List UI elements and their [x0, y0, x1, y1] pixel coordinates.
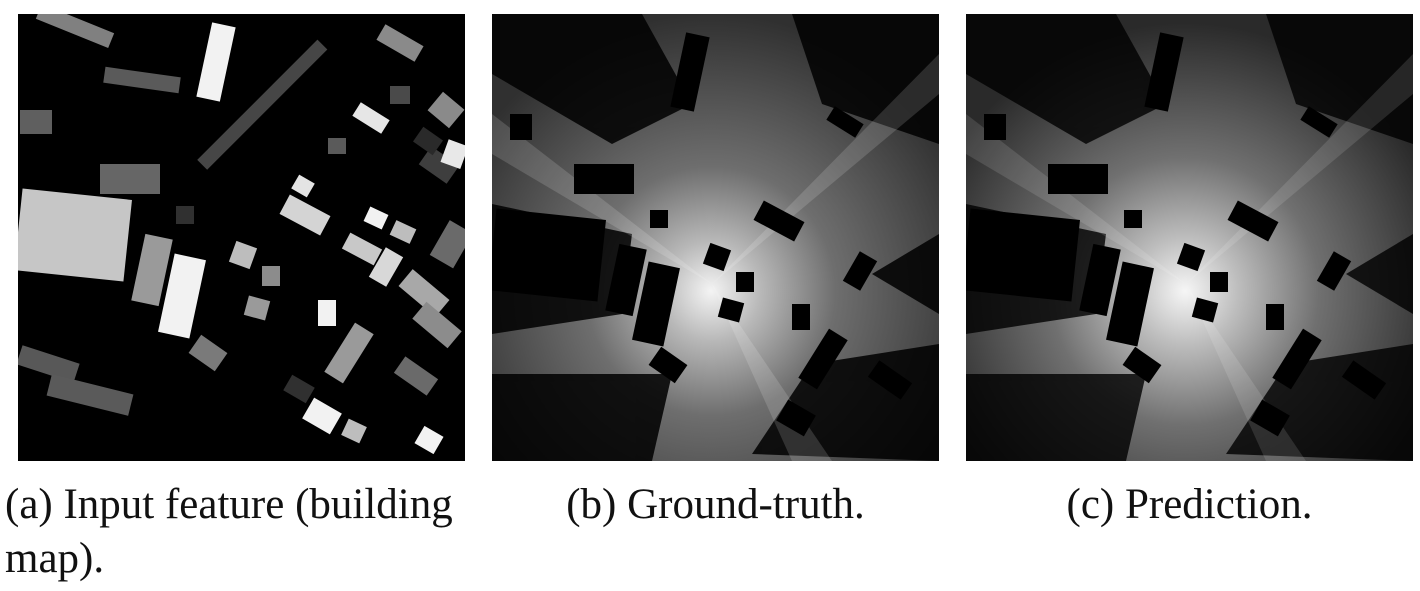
building	[418, 146, 460, 184]
buildings	[18, 14, 465, 455]
building	[228, 240, 258, 270]
building	[291, 174, 315, 198]
building	[341, 418, 367, 444]
building	[262, 266, 280, 286]
building	[100, 164, 160, 194]
building	[390, 86, 410, 104]
building	[376, 24, 424, 62]
building	[352, 102, 390, 134]
building	[328, 138, 346, 154]
ground-truth-image	[492, 14, 939, 461]
prediction-image	[966, 14, 1413, 461]
building	[318, 300, 336, 326]
building	[158, 253, 206, 339]
caption-c: (c) Prediction.	[1066, 481, 1313, 528]
building	[188, 334, 228, 372]
building	[413, 126, 443, 156]
buildings	[492, 32, 913, 437]
building	[393, 356, 439, 396]
building	[103, 66, 181, 94]
building	[363, 206, 389, 230]
building	[18, 345, 80, 383]
building	[197, 39, 328, 170]
building	[176, 206, 194, 224]
building	[440, 139, 465, 170]
building	[324, 322, 374, 384]
building	[414, 425, 444, 455]
building	[398, 269, 450, 317]
building	[131, 233, 173, 307]
building	[46, 374, 134, 416]
building	[412, 301, 462, 349]
building	[368, 247, 404, 287]
caption-b: (b) Ground-truth.	[566, 481, 865, 528]
building	[341, 232, 383, 266]
building	[429, 220, 465, 269]
building	[279, 194, 331, 236]
building	[389, 220, 417, 244]
caption-a: (a) Input feature (building map).	[5, 481, 453, 582]
building	[196, 22, 236, 102]
building-map-svg	[18, 14, 465, 461]
building	[283, 374, 315, 404]
buildings	[966, 32, 1387, 437]
building	[20, 110, 52, 134]
building	[35, 14, 115, 49]
building	[302, 397, 342, 435]
building	[427, 91, 465, 129]
building	[243, 295, 271, 321]
prediction-svg	[966, 14, 1413, 461]
ground-truth-svg	[492, 14, 939, 461]
building	[18, 188, 132, 282]
building-map-image	[18, 14, 465, 461]
